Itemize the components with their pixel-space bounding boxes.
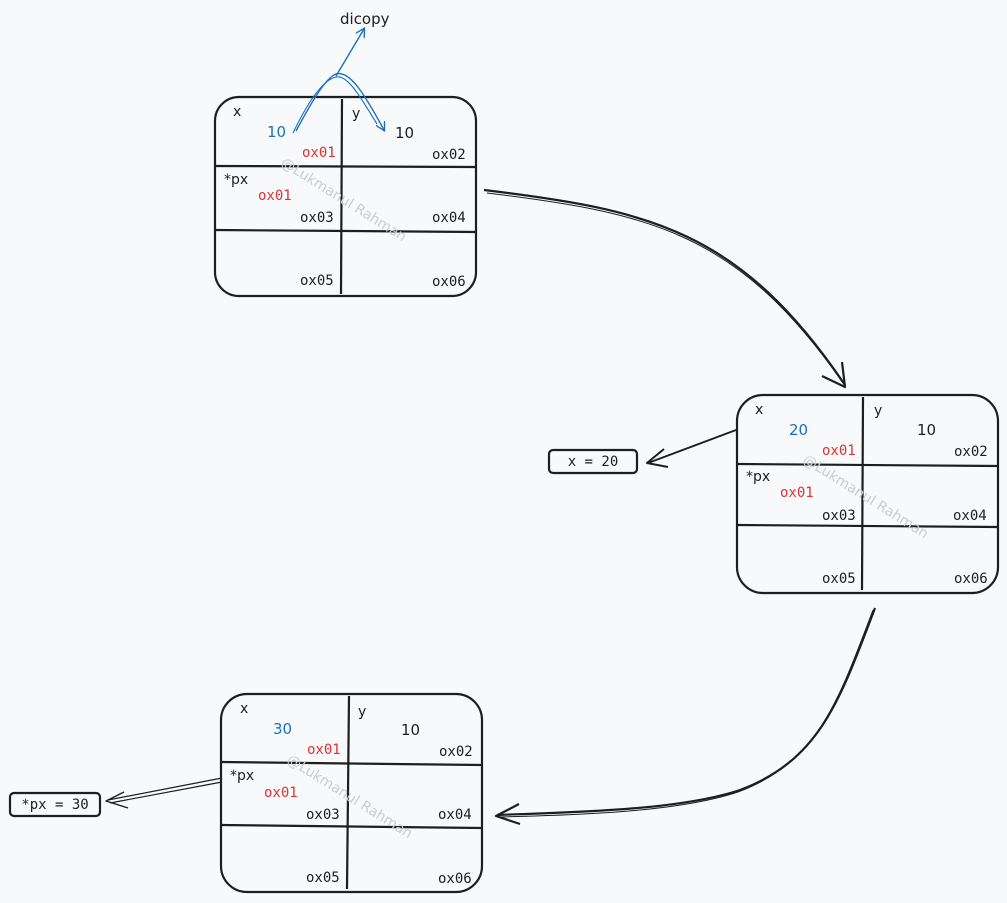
- memory-box-3: x 30 ox01 y 10 ox02 *px ox01 ox03 ox04 o…: [219, 692, 484, 894]
- var-x-label: x: [240, 701, 248, 717]
- note-outline: [8, 791, 102, 818]
- cell-address-6: ox06: [438, 871, 472, 887]
- cell-address-4: ox04: [438, 807, 472, 823]
- assign-px-text: *px = 30: [21, 797, 88, 813]
- var-y-label: y: [352, 106, 360, 122]
- memory-box-outline: [213, 95, 478, 298]
- var-px-label: *px: [230, 768, 254, 784]
- flow-arrow-1-to-2: [483, 188, 847, 389]
- assign-x-text: x = 20: [568, 454, 619, 470]
- cell-address-6: ox06: [954, 571, 988, 587]
- var-px-label: *px: [746, 469, 770, 485]
- cell-address-6: ox06: [432, 274, 466, 290]
- flow-arrow-2-to-3: [494, 607, 877, 826]
- var-x-value: 10: [267, 123, 286, 141]
- var-y-address: ox02: [432, 147, 466, 163]
- cell-address-4: ox04: [432, 210, 466, 226]
- var-px-value: ox01: [258, 188, 292, 204]
- copy-arc: [295, 72, 384, 131]
- var-x-address: ox01: [822, 443, 856, 459]
- assign-x-note: x = 20: [547, 429, 737, 475]
- var-x-value: 30: [273, 720, 292, 738]
- column-divider: [339, 98, 344, 295]
- memory-box-outline: [219, 692, 484, 894]
- row-divider: [214, 228, 477, 234]
- var-y-address: ox02: [954, 444, 988, 460]
- var-x-address: ox01: [307, 742, 341, 758]
- cell-address-5: ox05: [306, 870, 340, 886]
- var-px-value: ox01: [264, 785, 298, 801]
- note-outline: [547, 448, 639, 475]
- var-x-address: ox01: [302, 145, 336, 161]
- copy-arrow: dicopy: [292, 10, 390, 134]
- var-px-address: ox03: [300, 210, 334, 226]
- cell-address-4: ox04: [953, 508, 987, 524]
- copy-up-arrow: [335, 29, 364, 77]
- memory-box-2: x 20 ox01 y 10 ox02 *px ox01 ox03 ox04 o…: [735, 393, 1000, 595]
- assign-px-note: *px = 30: [8, 777, 223, 818]
- var-x-label: x: [233, 104, 241, 120]
- watermark: @Lukmanul Rahman: [284, 752, 415, 842]
- var-y-value: 10: [917, 421, 936, 439]
- column-divider: [860, 396, 865, 591]
- copy-arc-stroke: [292, 76, 378, 134]
- var-px-address: ox03: [822, 508, 856, 524]
- memory-box-outline: [735, 393, 1000, 595]
- row-divider: [214, 164, 477, 169]
- var-px-value: ox01: [780, 485, 814, 501]
- row-divider: [220, 823, 483, 830]
- cell-address-5: ox05: [822, 571, 856, 587]
- var-x-value: 20: [789, 421, 808, 439]
- copy-label: dicopy: [340, 10, 390, 28]
- memory-box-1: x 10 ox01 y 10 ox02 *px ox01 ox03 ox04 o…: [213, 95, 478, 298]
- row-divider: [736, 523, 999, 529]
- var-px-address: ox03: [306, 807, 340, 823]
- cell-address-5: ox05: [300, 273, 334, 289]
- var-y-label: y: [358, 704, 366, 720]
- row-divider: [220, 760, 483, 767]
- var-px-label: *px: [224, 172, 248, 188]
- var-y-address: ox02: [439, 744, 473, 760]
- row-divider: [736, 462, 999, 468]
- var-y-label: y: [874, 403, 882, 419]
- var-y-value: 10: [401, 721, 420, 739]
- column-divider: [345, 695, 351, 890]
- var-x-label: x: [755, 402, 763, 418]
- var-y-value: 10: [395, 124, 414, 142]
